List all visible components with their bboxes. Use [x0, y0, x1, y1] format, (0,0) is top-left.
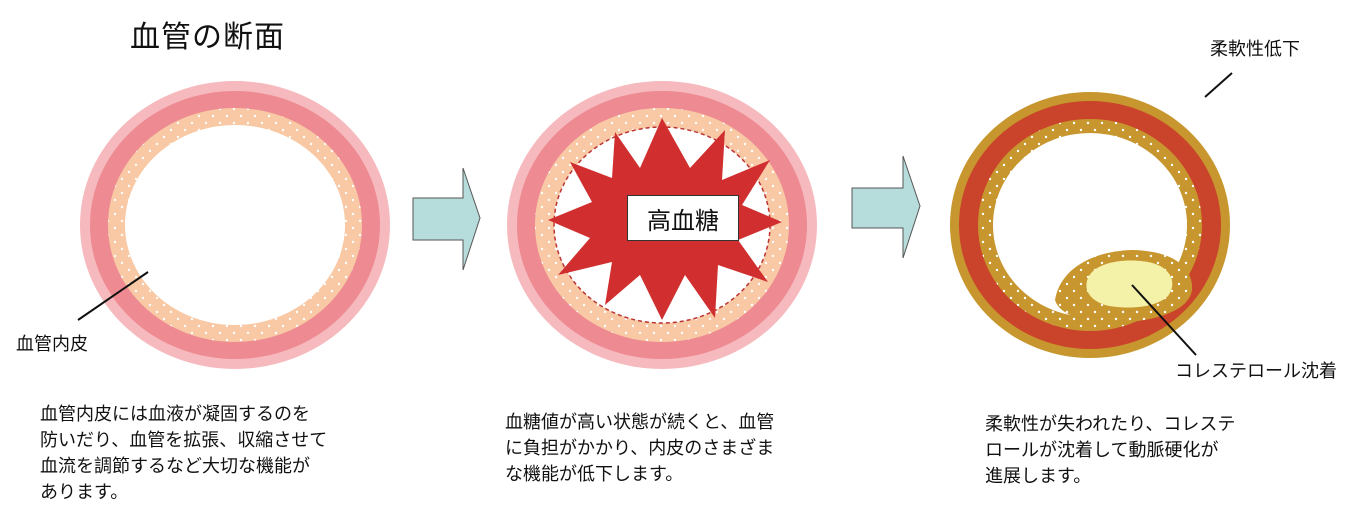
- flexibility-label: 柔軟性低下: [1210, 39, 1300, 60]
- caption-hardened: 柔軟性が失われたり、コレステ ロールが沈着して動脈硬化が 進展します。: [985, 414, 1236, 487]
- cholesterol-pointer: [1131, 284, 1197, 356]
- endothelium-pointer: [77, 271, 149, 321]
- vessel-normal: [77, 81, 390, 369]
- cholesterol-deposit: [1086, 260, 1173, 308]
- endothelium-label: 血管内皮: [16, 334, 88, 355]
- vessel-hardened: [950, 72, 1233, 358]
- caption-high-glucose: 血糖値が高い状態が続くと、血管 に負担がかかり、内皮のさまざま な機能が低下しま…: [505, 412, 775, 485]
- caption-normal: 血管内皮には血液が凝固するのを 防いだり、血管を拡張、収縮させて 血流を調節する…: [40, 404, 328, 503]
- progress-arrow-1: [412, 167, 481, 271]
- high-glucose-label: 高血糖: [627, 195, 739, 241]
- progress-arrow-2: [851, 155, 921, 259]
- cholesterol-label: コレステロール沈着: [1175, 361, 1337, 382]
- page-title: 血管の断面: [130, 20, 285, 55]
- flexibility-pointer: [1204, 72, 1233, 98]
